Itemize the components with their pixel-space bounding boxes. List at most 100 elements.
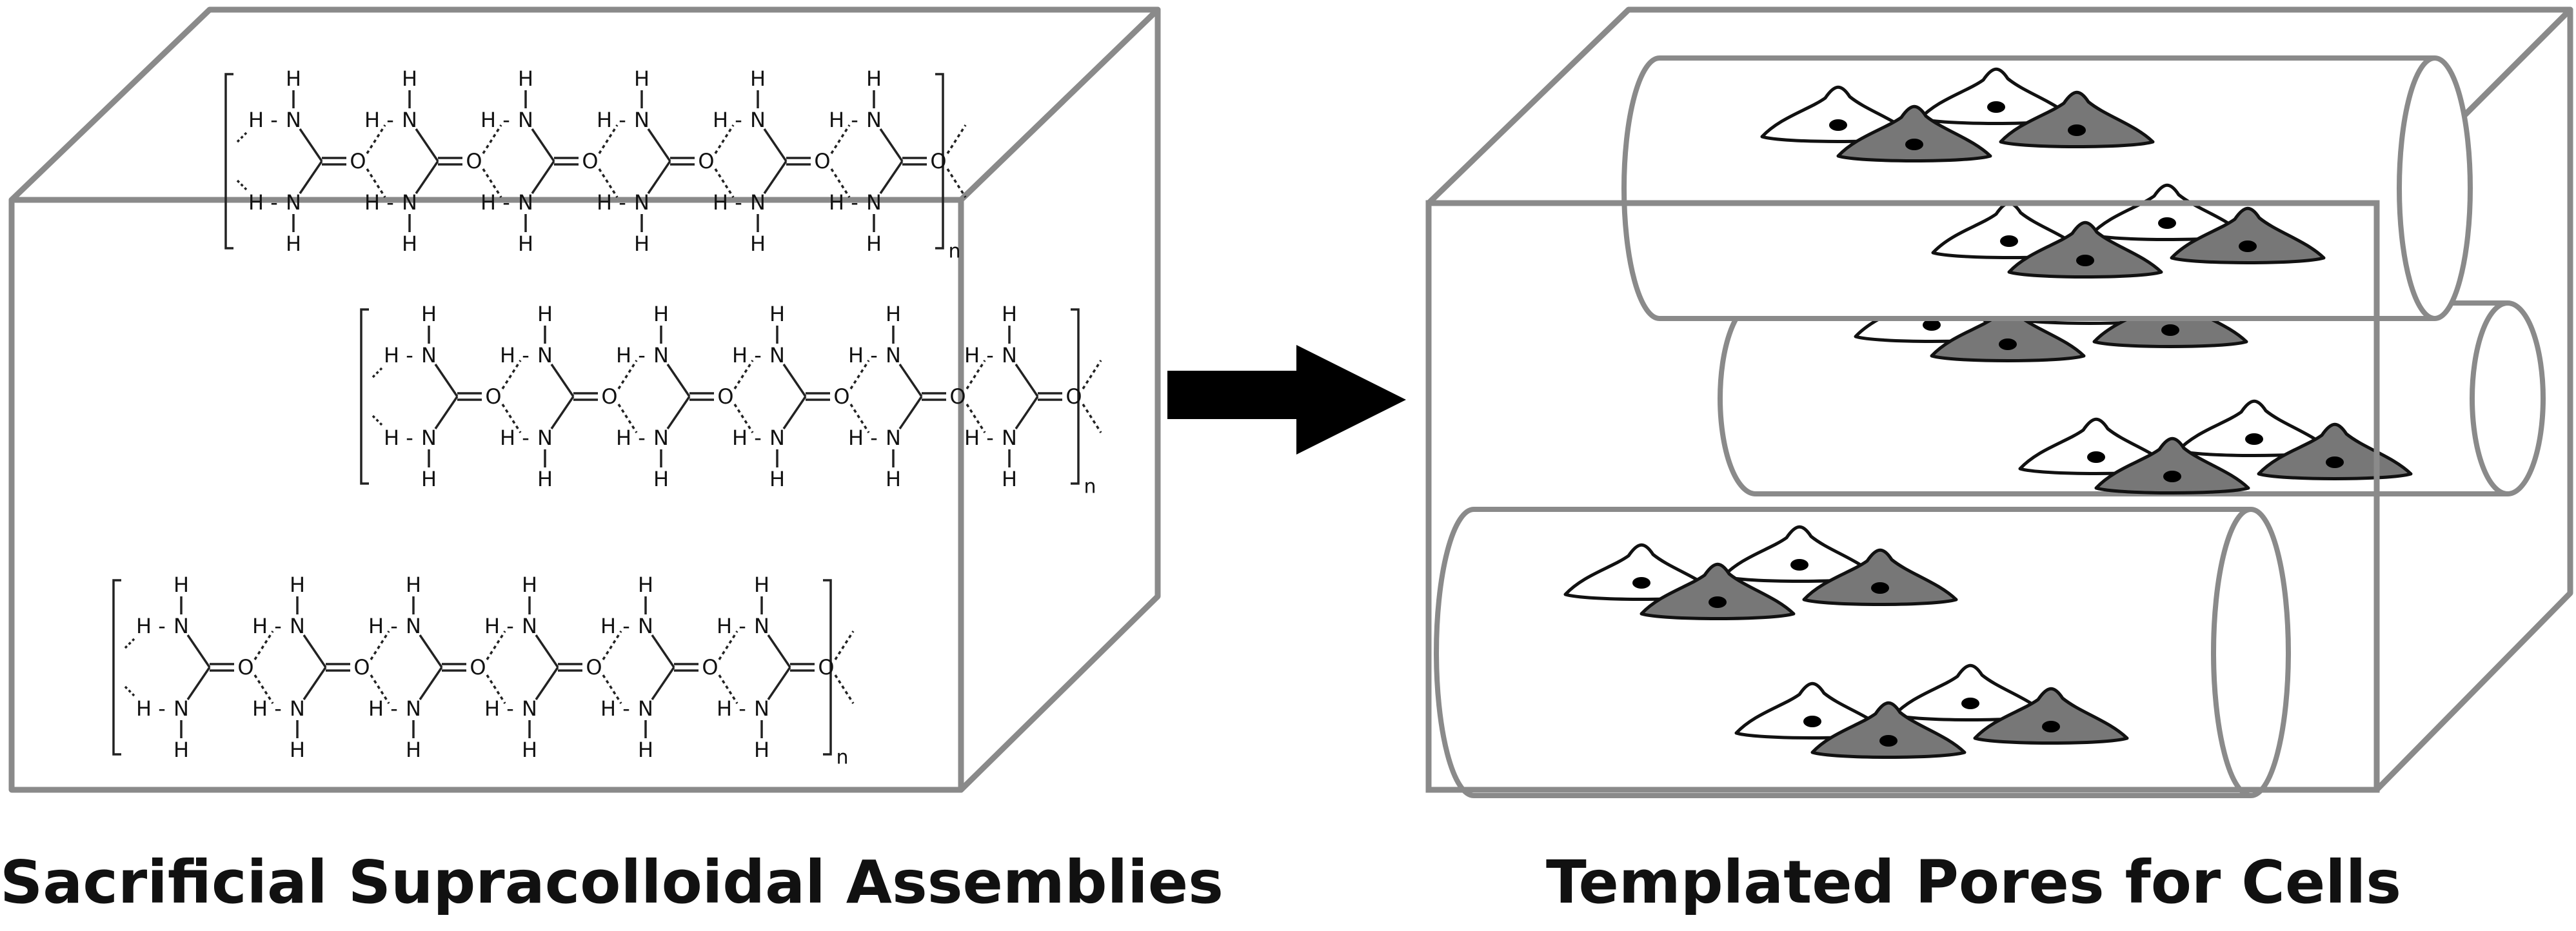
atom-h: H (500, 343, 515, 368)
hydrogen-bond (486, 631, 506, 704)
hydrogen-bond (830, 124, 851, 198)
chain-open-bracket (360, 308, 369, 485)
cell-nucleus (2158, 217, 2176, 229)
left-scaffold-box (8, 6, 1161, 793)
atom-h: H (600, 696, 616, 721)
atom-o: O (814, 149, 830, 173)
atom-n: N (286, 108, 301, 132)
atom-h: H (750, 231, 766, 256)
bond (535, 667, 559, 700)
cell-icon (2257, 422, 2413, 480)
atom-h: H (406, 573, 421, 597)
bond-dash: - (638, 426, 646, 450)
bond-dash: - (522, 343, 530, 368)
atom-o: O (949, 384, 966, 409)
atom-n: N (750, 190, 766, 215)
hydrogen-bond (598, 124, 619, 198)
atom-h: H (364, 108, 380, 132)
atom-h: H (866, 66, 882, 91)
cell-icon (1931, 201, 2087, 259)
atom-h: H (964, 343, 980, 368)
urea-unit: H-NHH-NHO (500, 302, 638, 491)
cell-icon (1918, 67, 2074, 125)
atom-o: O (582, 149, 598, 173)
atom-h: H (522, 738, 537, 762)
cell-nucleus (1923, 319, 1941, 331)
atom-h: H (754, 738, 769, 762)
atom-h: H (384, 343, 399, 368)
atom-o: O (353, 655, 370, 680)
bis-urea-chain-icon: nH-NHH-NHOH-NHH-NHOH-NHH-NHOH-NHH-NHOH-N… (224, 66, 967, 263)
cell-icon (1721, 525, 1878, 583)
atom-n: N (886, 343, 901, 368)
bond-dash: - (502, 108, 510, 132)
atom-h: H (1002, 302, 1017, 326)
bond (535, 634, 559, 668)
bond (879, 128, 904, 162)
atom-n: N (769, 343, 785, 368)
atom-h: H (252, 614, 268, 638)
chain-open-bracket (224, 73, 233, 250)
bond (879, 161, 904, 194)
bond (434, 396, 459, 429)
bond (651, 667, 675, 700)
atom-o: O (350, 149, 366, 173)
bond (302, 634, 327, 668)
atom-n: N (653, 426, 669, 450)
bond-dash: - (502, 190, 510, 215)
atom-h: H (1002, 467, 1017, 491)
bond (647, 161, 671, 194)
atom-h: H (886, 467, 901, 491)
pore-cylinder-icon (1718, 267, 2546, 496)
cell-nucleus (1905, 139, 1923, 150)
pore-opening (2470, 300, 2546, 496)
cell-body (2007, 220, 2163, 279)
bond-dash: - (754, 426, 762, 450)
cell-body (2176, 399, 2332, 457)
bond-dash: - (158, 614, 166, 638)
atom-o: O (818, 655, 834, 680)
hydrogen-bond (482, 124, 502, 198)
atom-h: H (290, 573, 305, 597)
bond-dash: - (274, 614, 282, 638)
cell-body (2170, 206, 2326, 264)
atom-h: H (286, 231, 301, 256)
cell-body (1973, 687, 2129, 745)
atom-n: N (638, 614, 653, 638)
atom-h: H (616, 343, 631, 368)
cell-body (2257, 422, 2413, 480)
atom-h: H (886, 302, 901, 326)
bond-dash: - (406, 343, 413, 368)
bond (898, 396, 923, 429)
cell-body (1640, 562, 1796, 620)
atom-n: N (634, 108, 649, 132)
atom-n: N (634, 190, 649, 215)
bond-dash: - (158, 696, 166, 721)
atom-h: H (848, 343, 864, 368)
atom-h: H (537, 302, 553, 326)
pore-opening (2211, 507, 2291, 798)
bond-dash: - (622, 614, 630, 638)
cell-nucleus (2000, 235, 2018, 247)
hydrogen-bond (370, 631, 390, 704)
atom-h: H (829, 190, 844, 215)
atom-h: H (732, 343, 748, 368)
cell-body (1802, 548, 1958, 606)
atom-h: H (964, 426, 980, 450)
bond-dash: - (390, 614, 398, 638)
atom-n: N (754, 696, 769, 721)
cell-body (1892, 663, 2048, 721)
cell-nucleus (2042, 721, 2060, 732)
atom-h: H (616, 426, 631, 450)
cell-nucleus (1709, 596, 1727, 608)
atom-h: H (286, 66, 301, 91)
cell-icon (2176, 399, 2332, 457)
atom-n: N (522, 696, 537, 721)
atom-h: H (522, 573, 537, 597)
atom-n: N (421, 426, 437, 450)
atom-n: N (406, 696, 421, 721)
atom-h: H (769, 302, 785, 326)
chain-start-bond (236, 132, 248, 191)
urea-unit: H-NHH-NHO (732, 302, 870, 491)
arrow-right-icon (1167, 345, 1406, 455)
